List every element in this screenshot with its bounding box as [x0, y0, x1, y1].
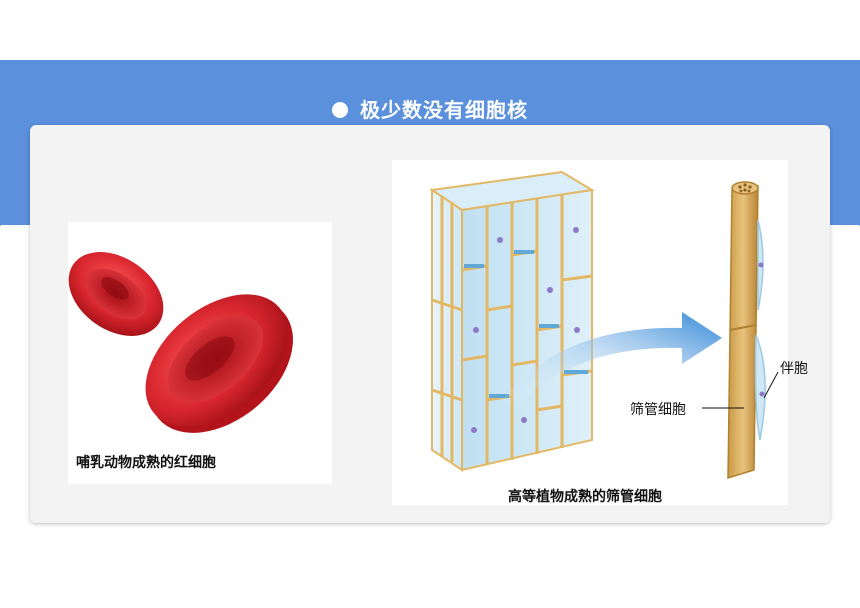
- sieve-tube-illustration: [429, 170, 779, 480]
- page-title-text: 极少数没有细胞核: [360, 98, 528, 122]
- companion-cell-label: 伴胞: [780, 361, 808, 377]
- red-blood-cell-illustration: [68, 252, 293, 433]
- sieve-caption: 高等植物成熟的筛管细胞: [508, 489, 662, 505]
- companion-leader-line: [763, 371, 779, 399]
- rbc-small: [68, 252, 164, 336]
- rbc-figure-panel: 哺乳动物成熟的红细胞: [68, 222, 332, 484]
- sieve-tube-figure-panel: 伴胞 筛管细胞 高等植物成熟的筛管细胞: [392, 160, 808, 505]
- rbc-large: [145, 294, 293, 433]
- sieve-tube-cell: [727, 181, 766, 480]
- tissue-block: [429, 170, 595, 472]
- sieve-tube-label: 筛管细胞: [630, 402, 686, 418]
- bullet-dot-icon: [332, 102, 348, 118]
- page-title: 极少数没有细胞核: [0, 94, 860, 123]
- rbc-caption: 哺乳动物成熟的红细胞: [76, 455, 216, 471]
- arrow-icon: [502, 312, 722, 410]
